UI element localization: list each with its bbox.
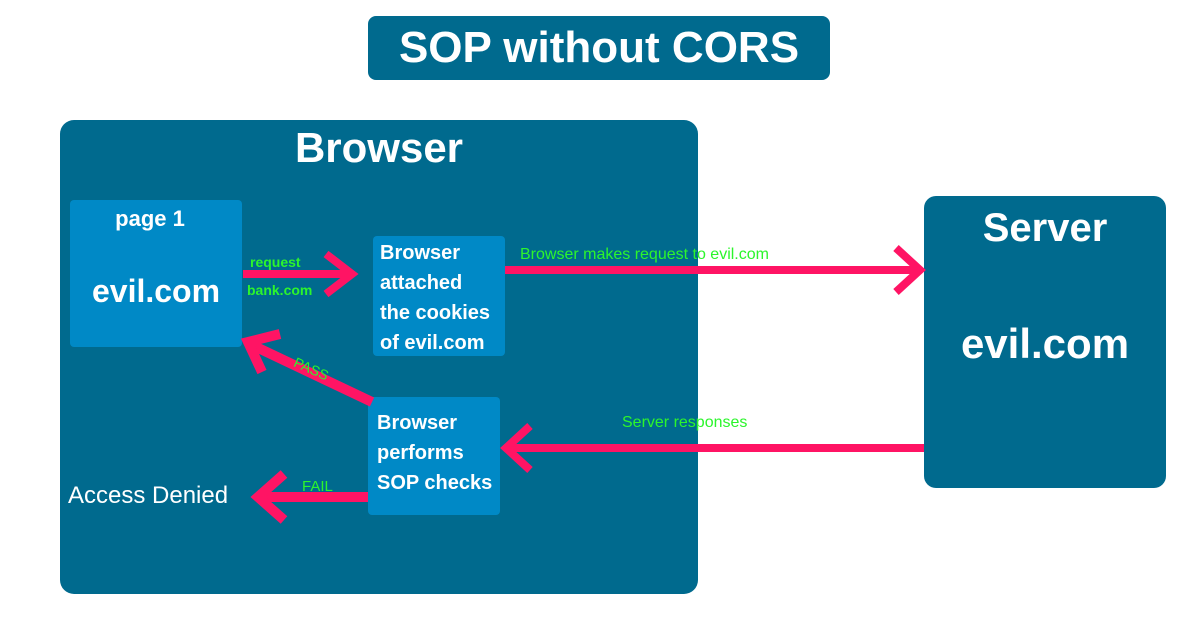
page-box [70, 200, 242, 347]
cookie-attach-line: the cookies [380, 302, 491, 324]
diagram-title: SOP without CORS [368, 16, 830, 80]
bank-label: bank.com [247, 282, 313, 298]
sop-check-line: performs [377, 442, 464, 464]
browser-title: Browser [294, 124, 464, 171]
server-response-arrow [500, 423, 924, 473]
cookie-attach-line: Browser [380, 242, 461, 264]
fail-arrow [250, 470, 368, 524]
cookie-attach-text: Browser attached the cookies of evil.com [380, 238, 504, 358]
access-denied-label: Access Denied [68, 482, 229, 509]
request-label: request [250, 254, 301, 270]
browser-request-label: Browser makes request to evil.com [520, 246, 769, 263]
cookie-attach-box [373, 236, 505, 356]
sop-check-box [368, 397, 500, 515]
page-domain: evil.com [91, 273, 221, 309]
request-arrow [243, 250, 359, 298]
cookie-attach-line: attached [380, 272, 463, 294]
sop-check-line: SOP checks [377, 472, 493, 494]
server-domain: evil.com [960, 320, 1130, 367]
page-label: page 1 [115, 206, 185, 231]
pass-arrow [240, 329, 375, 407]
server-response-label: Server responses [622, 414, 748, 431]
sop-check-text: Browser performs SOP checks [377, 408, 501, 498]
cookie-attach-line: of evil.com [380, 332, 485, 354]
browser-container [60, 120, 698, 594]
sop-check-line: Browser [377, 412, 458, 434]
server-title: Server [982, 206, 1108, 250]
browser-to-server-arrow [505, 245, 926, 295]
fail-label: FAIL [302, 478, 333, 495]
server-container [924, 196, 1166, 488]
